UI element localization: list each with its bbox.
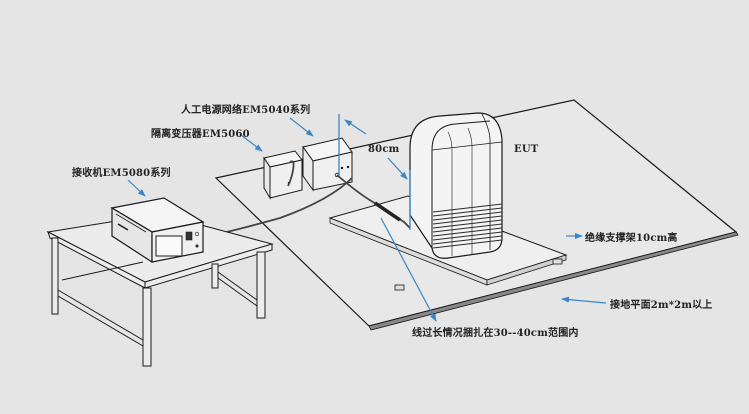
- cable-bundle: [374, 201, 401, 222]
- support-foot: [552, 258, 563, 265]
- distance-label: 80cm: [368, 144, 400, 155]
- eut-label: EUT: [514, 144, 539, 155]
- receiver-arrow: [127, 179, 146, 197]
- eut-device: [409, 112, 503, 259]
- cable-bundle-arrow: [380, 217, 437, 322]
- lisn-arrow: [289, 117, 314, 137]
- support-foot: [394, 284, 405, 291]
- ground-plane-arrow: [561, 296, 607, 304]
- lisn-label: 人工电源网络EM5040系列: [181, 105, 311, 116]
- ground-plane-label: 接地平面2m*2m以上: [610, 300, 713, 311]
- transformer-lisn-cable: [287, 160, 295, 187]
- insulating-support-label: 绝缘支撑架10cm高: [585, 233, 678, 244]
- isolation-transformer-box: [263, 150, 303, 200]
- transformer-arrow: [240, 134, 263, 152]
- cable-bundle-label: 线过长情况捆扎在30--40cm范围内: [412, 328, 579, 339]
- distance-80cm-marker: [338, 114, 411, 230]
- annotation-arrows: [127, 117, 607, 322]
- receiver-screen: [155, 235, 183, 257]
- eut-vent-grille: [432, 203, 503, 249]
- receiver-label: 接收机EM5080系列: [72, 168, 171, 179]
- isolation-transformer-label: 隔离变压器EM5060: [151, 129, 250, 140]
- receiver-device: [110, 197, 205, 264]
